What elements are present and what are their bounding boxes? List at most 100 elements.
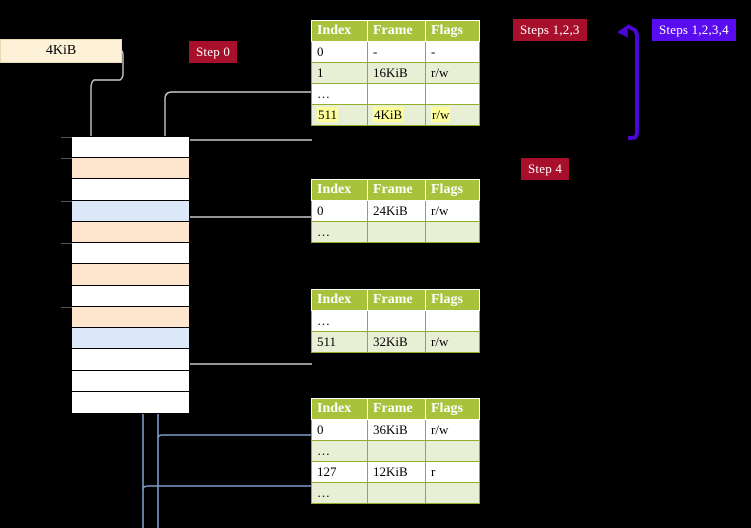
purple-bracket-foot [628,131,639,140]
pdp-row0-connector [173,216,312,252]
cell-index: 127 [311,461,368,483]
column-header-index: Index [311,289,368,311]
steps1234-badge: Steps 1,2,3,4 [652,19,736,41]
table-row: … [311,221,480,243]
step0-badge: Step 0 [189,41,238,63]
cell-frame: 24KiB [367,200,426,222]
memory-frame-row [72,328,189,350]
table-row: … [311,482,480,504]
column-header-frame: Frame [367,289,426,311]
kib-box: 4KiB [0,39,122,63]
cell-index: 511 [311,104,368,126]
pt-row0-connector [157,434,312,439]
cell-index: 1 [311,62,368,84]
cell-index: … [311,83,368,105]
memory-frame-tick [61,200,72,202]
column-header-flags: Flags [425,179,480,201]
memory-frame-row [72,306,189,329]
physical-memory-grid [61,136,190,414]
cell-frame: 12KiB [367,461,426,483]
memory-frame-tick [61,306,72,308]
cell-index: … [311,440,368,462]
memory-frame-row [72,264,189,286]
memory-frame-row [72,243,189,265]
memory-frame-row [72,221,189,244]
cell-flags: - [425,41,480,63]
cell-index: … [311,310,368,332]
cell-index: … [311,482,368,504]
memory-frame-tick [61,137,72,138]
memory-frame-row [72,370,189,392]
cell-flags: r/w [425,62,480,84]
cell-flags [425,440,480,462]
memory-frame-row [72,137,189,159]
table-row: 0-- [311,41,480,63]
cell-index: 511 [311,331,368,353]
cell-index: … [311,221,368,243]
purple-bracket-arrow [617,24,639,132]
column-header-index: Index [311,20,368,42]
cell-flags: r/w [425,331,480,353]
memory-frame-tick [61,158,72,160]
cell-flags [425,310,480,332]
pt-row127-connector [142,485,312,490]
pd-row511-connector [175,336,312,365]
kib-box-label: 4KiB [45,43,77,58]
column-header-flags: Flags [425,20,480,42]
cell-frame [367,440,426,462]
cell-flags: r/w [425,200,480,222]
memory-frame-tick [61,243,72,245]
column-header-frame: Frame [367,179,426,201]
memory-frame-row [72,200,189,222]
column-header-frame: Frame [367,398,426,420]
column-header-index: Index [311,179,368,201]
memory-frame-row [72,179,189,201]
memory-frame-row [72,158,189,180]
column-header-frame: Frame [367,20,426,42]
cell-frame: 36KiB [367,419,426,441]
cell-index: 0 [311,419,368,441]
table-row: … [311,440,480,462]
cell-frame: 32KiB [367,331,426,353]
memory-frame-row [72,349,189,371]
cell-flags: r [425,461,480,483]
cell-frame: - [367,41,426,63]
cell-frame: 16KiB [367,62,426,84]
cell-frame [367,310,426,332]
step4-badge: Step 4 [521,158,570,180]
cell-flags: r/w [425,104,480,126]
cell-flags [425,83,480,105]
cell-index: 0 [311,41,368,63]
cell-frame [367,83,426,105]
pml4-row511-connector [177,139,312,157]
cell-frame: 4KiB [367,104,426,126]
table-row: … [311,310,480,332]
cell-frame [367,482,426,504]
memory-frame-row [72,391,189,413]
column-header-index: Index [311,398,368,420]
column-header-flags: Flags [425,289,480,311]
cell-flags: r/w [425,419,480,441]
cell-flags [425,482,480,504]
cell-frame [367,221,426,243]
cell-index: 0 [311,200,368,222]
table-row: … [311,83,480,105]
steps123-badge: Steps 1,2,3 [513,19,587,41]
memory-frame-row [72,285,189,307]
column-header-flags: Flags [425,398,480,420]
cell-flags [425,221,480,243]
